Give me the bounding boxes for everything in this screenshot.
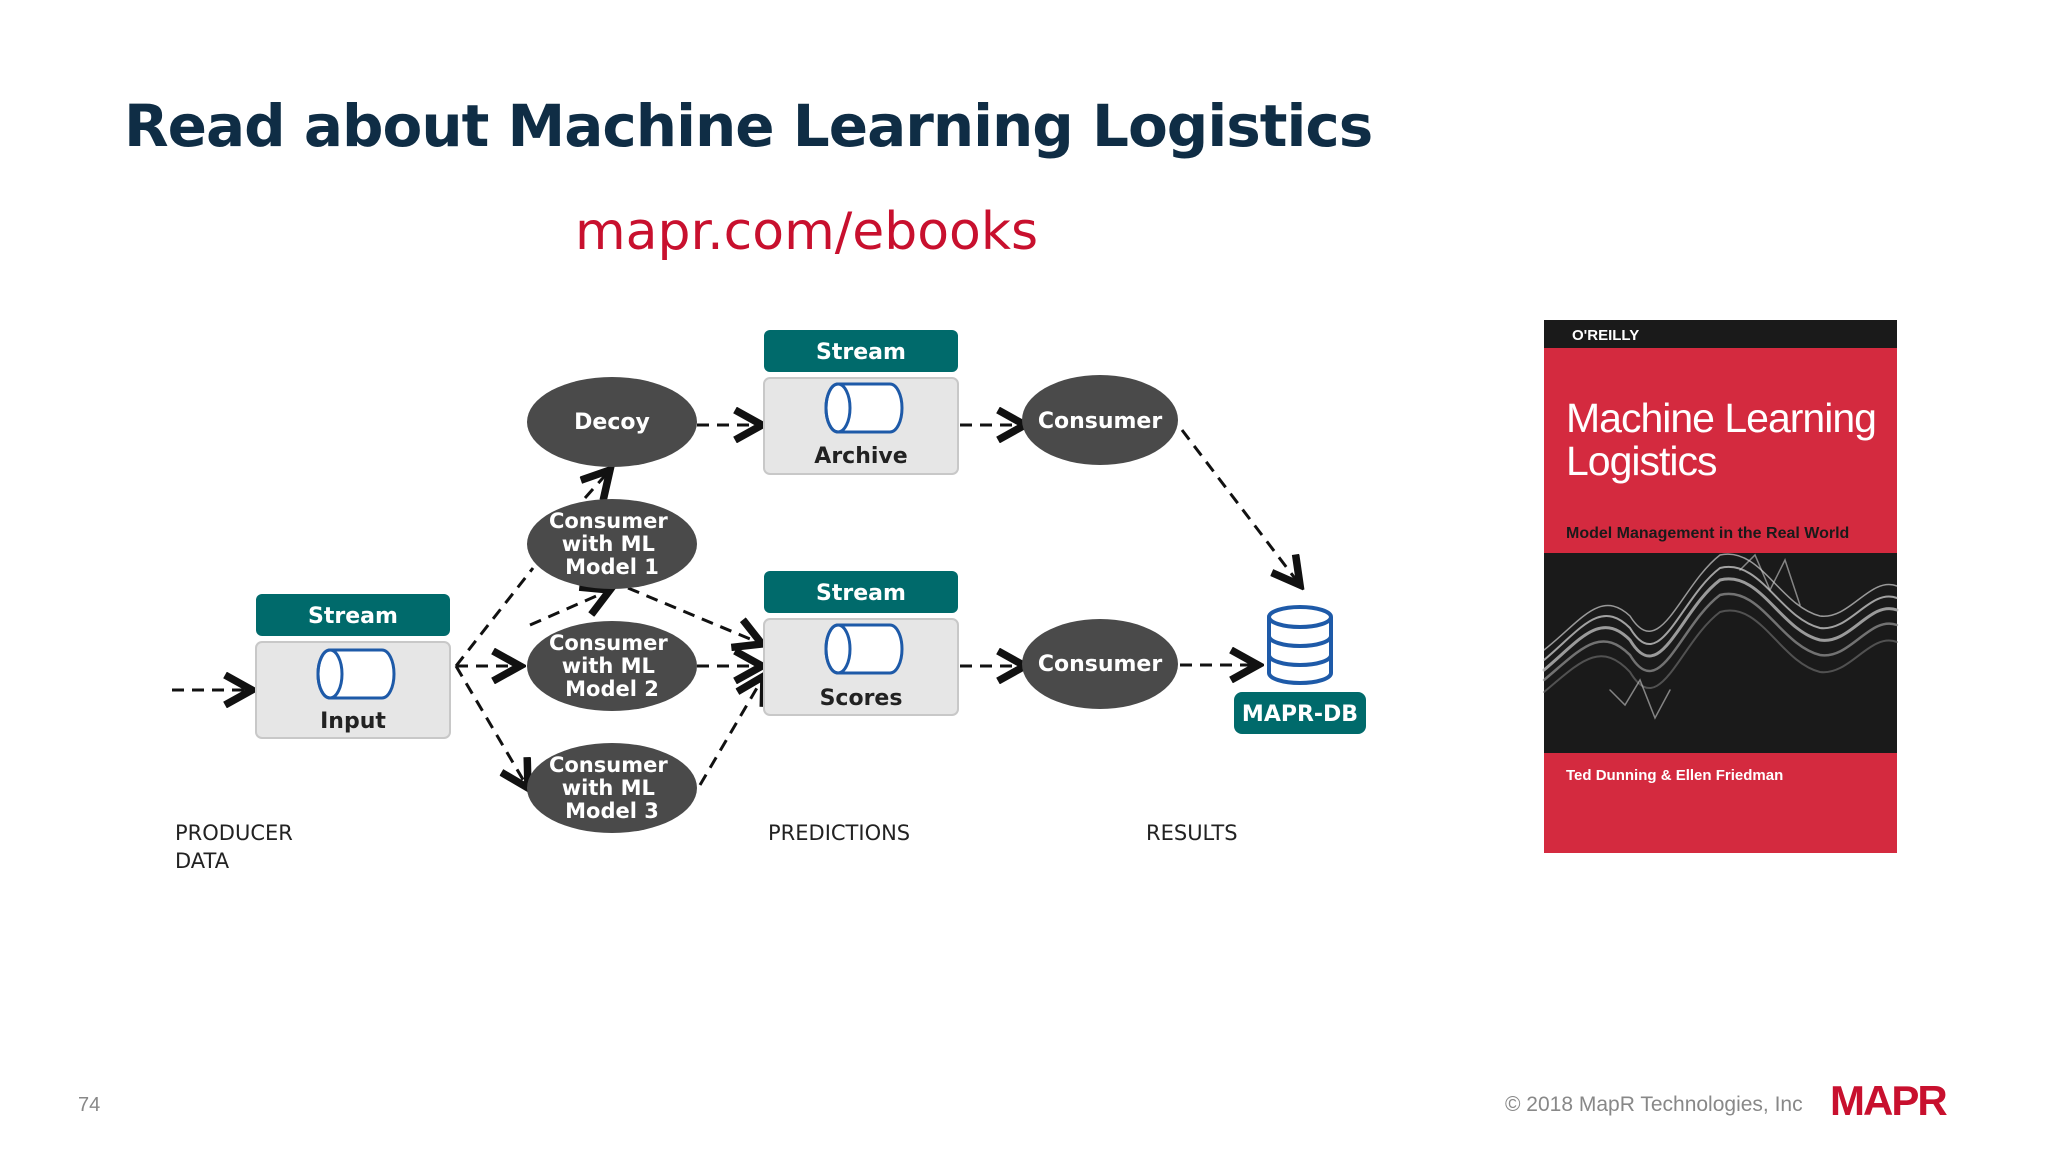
mapr-logo: MAPR	[1830, 1077, 1947, 1124]
book-title-line1: Machine Learning	[1566, 395, 1876, 441]
cylinder-icon	[824, 382, 904, 434]
model2-node: Consumer with ML Model 2	[527, 621, 697, 711]
model1-label: Consumer with ML Model 1	[549, 509, 675, 579]
mapr-db-badge: MAPR-DB	[1234, 692, 1366, 734]
decoy-label: Decoy	[574, 410, 650, 435]
database-icon	[1267, 605, 1333, 685]
model3-label: Consumer with ML Model 3	[549, 753, 675, 823]
stream-header	[256, 594, 450, 636]
producer-data-label: PRODUCER DATA	[175, 821, 300, 873]
book-cover[interactable]: O'REILLY Machine Learning Logistics Mode…	[1542, 320, 1899, 853]
data-wave-image	[1542, 553, 1899, 720]
scores-stream: Stream Scores	[763, 571, 959, 716]
predictions-label: PREDICTIONS	[768, 821, 910, 845]
stream-label: Archive	[814, 444, 907, 469]
stream-header-label: Stream	[816, 340, 906, 365]
model1-node: Consumer with ML Model 1	[527, 499, 697, 589]
archive-stream: Stream Archive	[763, 330, 959, 475]
model2-to-model1-arrow	[529, 590, 610, 627]
decoy-node: Decoy	[527, 377, 697, 467]
consumer-top-node: Consumer	[1022, 375, 1178, 465]
copyright-text: © 2018 MapR Technologies, Inc	[1505, 1093, 1803, 1116]
book-title-line2: Logistics	[1566, 438, 1717, 484]
consumer-to-db-arrow	[1180, 429, 1300, 585]
book-image-band	[1544, 553, 1897, 753]
input-to-model1-arrow	[454, 567, 535, 667]
consumer-label: Consumer	[1038, 652, 1163, 677]
stream-header	[764, 330, 958, 372]
model1-to-scores-arrow	[627, 586, 762, 644]
book-authors: Ted Dunning & Ellen Friedman	[1566, 767, 1783, 784]
book-subtitle: Model Management in the Real World	[1566, 525, 1849, 542]
book-publisher: O'REILLY	[1572, 327, 1639, 344]
book-publisher-band	[1544, 320, 1897, 348]
page-title: Read about Machine Learning Logistics	[124, 92, 1373, 160]
stream-label: Input	[320, 709, 386, 734]
flow-arrows	[172, 425, 1300, 788]
cylinder-icon	[824, 623, 904, 675]
model3-node: Consumer with ML Model 3	[527, 743, 697, 833]
stream-header-label: Stream	[308, 604, 398, 629]
model3-to-scores-arrow	[698, 676, 764, 786]
input-to-model3-arrow	[454, 665, 528, 788]
consumer-bottom-node: Consumer	[1022, 619, 1178, 709]
consumer-label: Consumer	[1038, 409, 1163, 434]
db-label: MAPR-DB	[1242, 702, 1358, 727]
results-label: RESULTS	[1146, 821, 1238, 845]
stream-header-label: Stream	[816, 581, 906, 606]
model1-to-decoy-arrow	[585, 470, 610, 498]
stream-header	[764, 571, 958, 613]
ebooks-link[interactable]: mapr.com/ebooks	[575, 202, 1039, 262]
page-number: 74	[78, 1094, 101, 1116]
model2-label: Consumer with ML Model 2	[549, 631, 675, 701]
input-stream: Stream Input	[255, 594, 451, 739]
cylinder-icon	[316, 648, 396, 700]
stream-label: Scores	[820, 686, 903, 711]
